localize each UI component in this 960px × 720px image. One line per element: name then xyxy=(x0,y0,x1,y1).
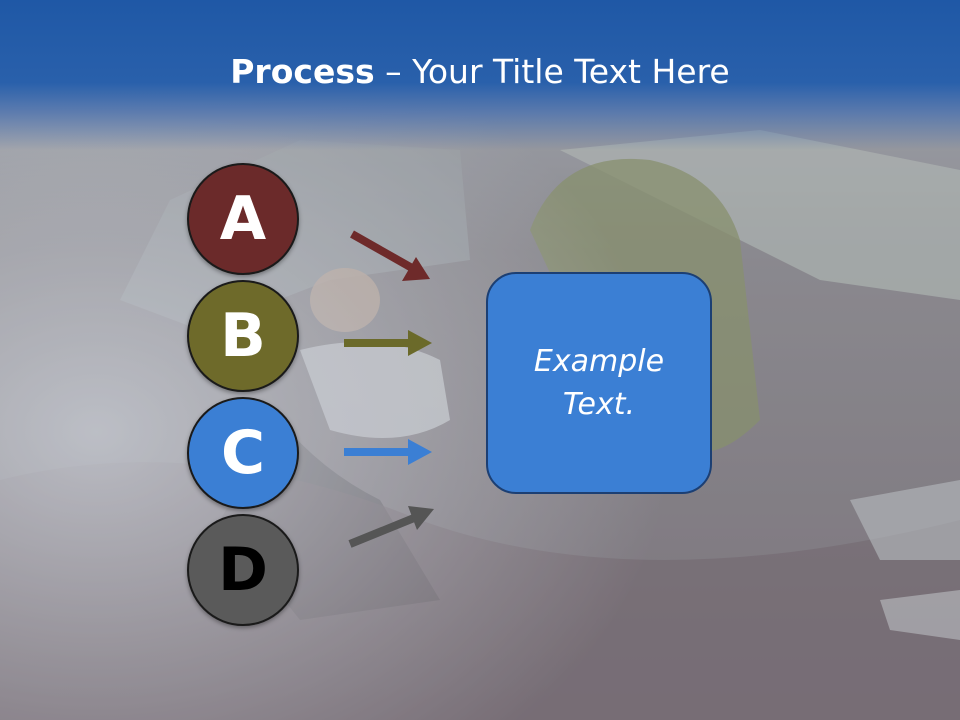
target-box: Example Text. xyxy=(486,272,712,494)
step-b-circle: B xyxy=(187,280,299,392)
title-bold: Process xyxy=(230,52,375,91)
step-a-circle: A xyxy=(187,163,299,275)
step-d-circle: D xyxy=(187,514,299,626)
title-band xyxy=(0,0,960,150)
title-rest: – Your Title Text Here xyxy=(374,52,730,91)
target-text: Example Text. xyxy=(533,343,665,423)
step-a-letter: A xyxy=(219,184,267,254)
step-c-letter: C xyxy=(220,418,266,488)
step-d-letter: D xyxy=(218,535,268,605)
slide-title: Process – Your Title Text Here xyxy=(0,52,960,91)
step-b-letter: B xyxy=(220,301,266,371)
step-c-circle: C xyxy=(187,397,299,509)
